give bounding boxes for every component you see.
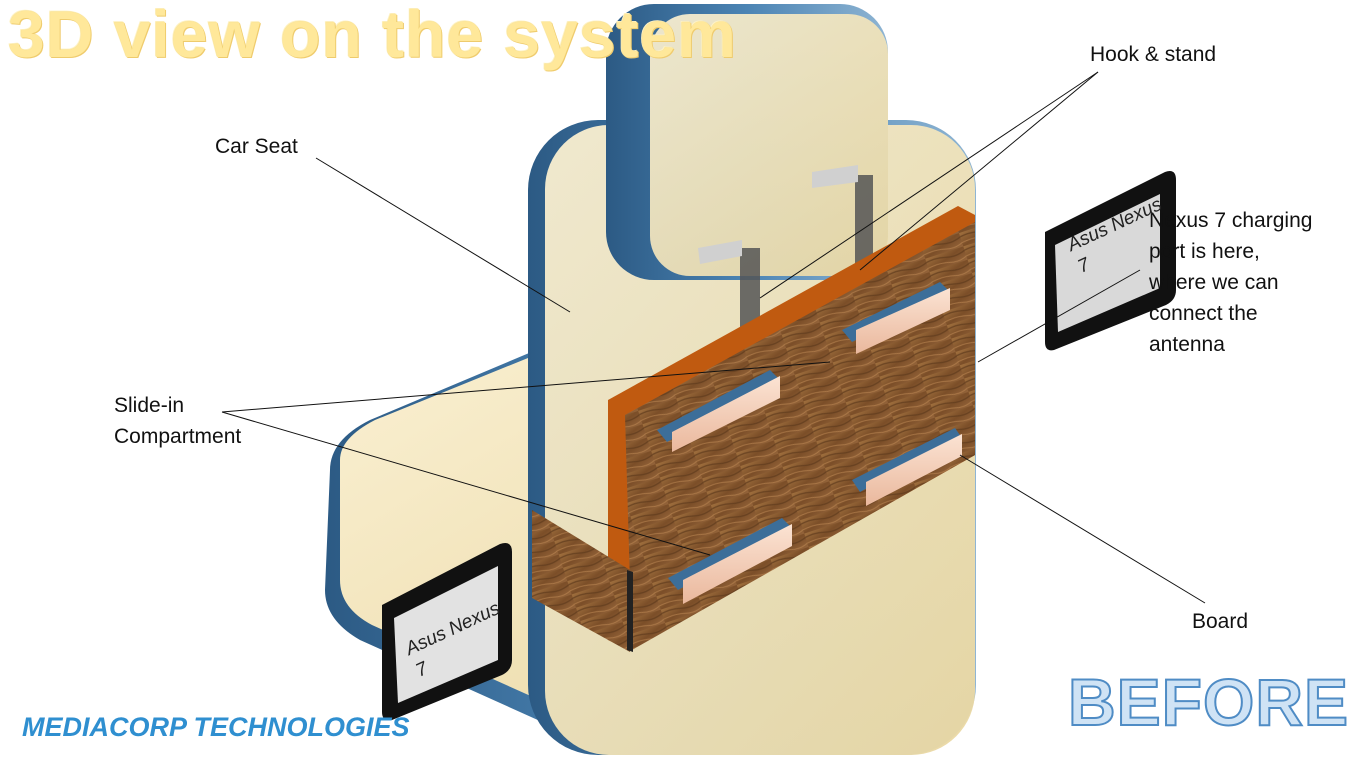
label-hook-stand: Hook & stand [1090,43,1217,66]
slot [657,370,780,452]
label-charging-port: Nexus 7 charging port is here, where we … [1149,205,1312,360]
before-stamp: BEFORE [1067,664,1350,740]
board-graphic [532,206,975,652]
headrest [606,4,888,280]
label-charging-port-line: antenna [1149,333,1225,356]
leader-lines [221,71,1206,604]
label-charging-port-line: port is here, [1149,240,1260,263]
label-charging-port-line: connect the [1149,302,1258,325]
slot [842,282,950,354]
label-slide-in-compartment: Slide-in Compartment [114,390,241,452]
label-car-seat: Car Seat [215,135,298,158]
tablet-left [382,543,512,721]
label-slide-in-line: Slide-in [114,394,185,417]
label-charging-port-line: Nexus 7 charging [1149,209,1313,232]
label-charging-port-line: where we can [1149,271,1279,294]
brand-logo: MEDIACORP TECHNOLOGIES [22,712,410,742]
slot [852,428,962,506]
label-board: Board [1192,610,1249,633]
slide-title: 3D view on the system [8,0,737,71]
label-slide-in-line: Compartment [114,425,242,448]
slot [668,518,792,604]
